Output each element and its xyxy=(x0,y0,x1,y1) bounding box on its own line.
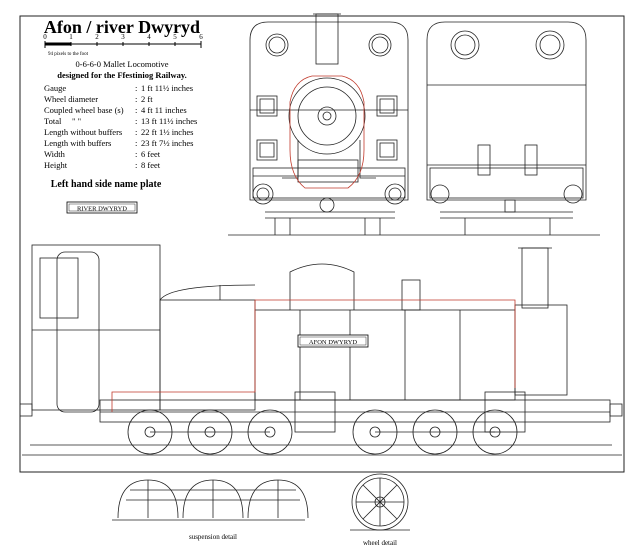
scale-caption: 94 pixels to the foot xyxy=(48,52,89,57)
subtitle-line-2: designed for the Ffestiniog Railway. xyxy=(57,70,186,80)
scale-tick-2: 2 xyxy=(95,33,99,41)
spec-colon-height: : xyxy=(135,160,137,170)
sheet-border xyxy=(19,15,625,473)
left-nameplate: RIVER DWYRYD xyxy=(66,201,138,214)
nameplate-heading: Left hand side name plate xyxy=(51,179,162,190)
spec-label-length-buffers: Length with buffers xyxy=(44,138,111,148)
scale-tick-4: 4 xyxy=(147,33,151,41)
spec-value-length-buffers: 23 ft 7½ inches xyxy=(141,138,193,148)
scale-tick-5: 5 xyxy=(173,33,177,41)
drawing-title: Afon / river Dwyryd xyxy=(44,17,200,37)
spec-value-width: 6 feet xyxy=(141,149,161,159)
side-nameplate-text: AFON DWYRYD xyxy=(309,339,358,346)
side-elevation-red-outline xyxy=(111,299,516,412)
spec-colon-width: : xyxy=(135,149,137,159)
side-elevation xyxy=(19,244,623,456)
spec-colon-total: : xyxy=(135,116,137,126)
spec-value-wheel-diameter: 2 ft xyxy=(141,94,153,104)
spec-value-gauge: 1 ft 11½ inches xyxy=(141,83,193,93)
spec-label-height: Height xyxy=(44,160,68,170)
spec-label-coupled-wheelbase: Coupled wheel base (s) xyxy=(44,105,124,115)
spec-label-length-no-buffers: Length without buffers xyxy=(44,127,122,137)
spec-colon-length-no-buffers: : xyxy=(135,127,137,137)
spec-colon-wheel-diameter: : xyxy=(135,94,137,104)
spec-colon-gauge: : xyxy=(135,83,137,93)
front-view-red-outline xyxy=(289,75,365,189)
spec-label-total: Total xyxy=(44,116,62,126)
spec-label-gauge: Gauge xyxy=(44,83,66,93)
scale-tick-0: 0 xyxy=(43,33,47,41)
spec-value-total: 13 ft 11½ inches xyxy=(141,116,197,126)
wheel-detail xyxy=(350,473,410,531)
suspension-detail-caption: suspension detail xyxy=(189,533,237,541)
front-view xyxy=(228,13,420,236)
spec-value-height: 8 feet xyxy=(141,160,161,170)
spec-colon-coupled-wheelbase: : xyxy=(135,105,137,115)
spec-table: Gauge : 1 ft 11½ inches Wheel diameter :… xyxy=(44,83,197,170)
subtitle-line-1: 0-6-6-0 Mallet Locomotive xyxy=(75,59,168,69)
spec-total-ditto: " " xyxy=(72,116,81,126)
spec-label-width: Width xyxy=(44,149,66,159)
suspension-detail xyxy=(112,479,309,521)
scale-tick-3: 3 xyxy=(121,33,125,41)
scale-tick-6: 6 xyxy=(199,33,203,41)
spec-colon-length-buffers: : xyxy=(135,138,137,148)
spec-value-coupled-wheelbase: 4 ft 11 inches xyxy=(141,105,187,115)
scale-bar: 0 1 2 3 4 5 6 94 pixels to the foot xyxy=(43,33,203,57)
spec-value-length-no-buffers: 22 ft 1½ inches xyxy=(141,127,193,137)
side-nameplate: AFON DWYRYD xyxy=(297,334,369,348)
left-nameplate-text: RIVER DWYRYD xyxy=(77,206,127,213)
scale-tick-1: 1 xyxy=(69,33,73,41)
wheel-detail-caption: wheel detail xyxy=(363,539,397,547)
rear-view xyxy=(420,21,600,236)
spec-label-wheel-diameter: Wheel diameter xyxy=(44,94,98,104)
